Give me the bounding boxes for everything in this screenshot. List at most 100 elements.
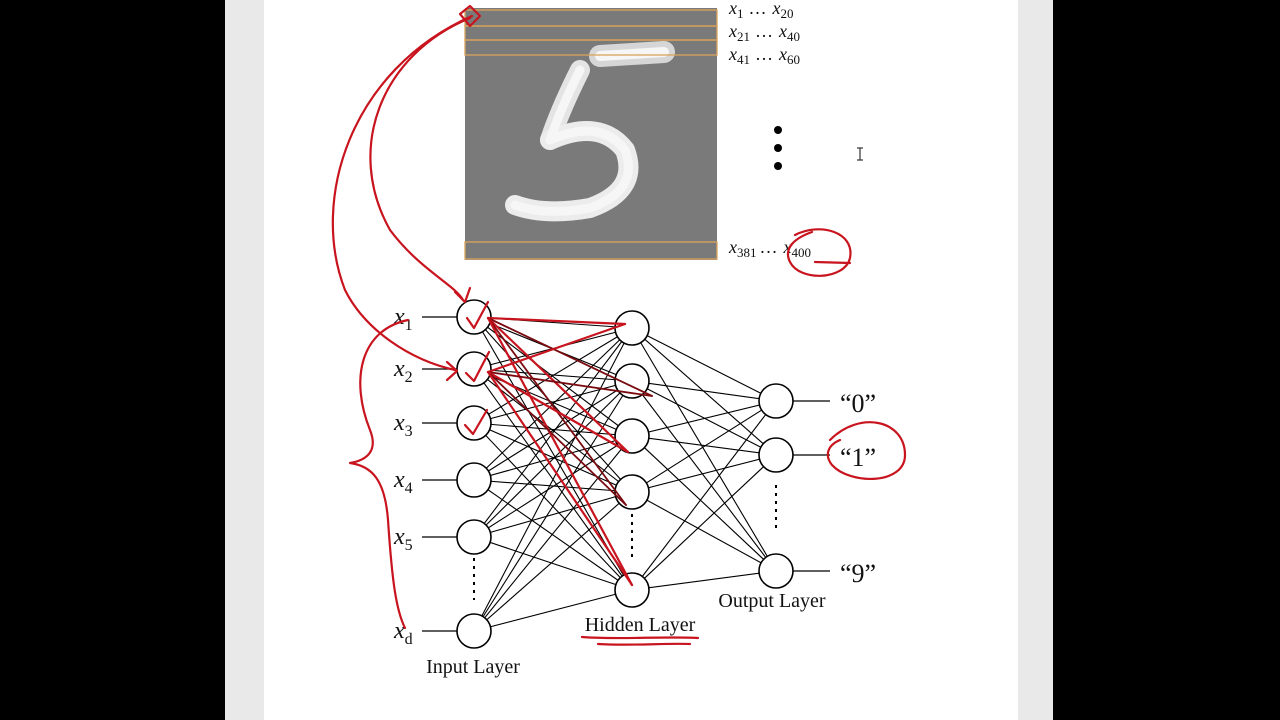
edge-input-3-hidden-4 <box>473 479 633 591</box>
edge-input-4-hidden-0 <box>473 327 633 538</box>
edge-hidden-2-output-0 <box>631 400 777 437</box>
edge-input-5-hidden-1 <box>473 380 633 632</box>
edge-input-2-hidden-0 <box>473 327 633 424</box>
output-neuron-0 <box>758 383 794 419</box>
row-label-last: x381…x400 <box>728 237 811 260</box>
edge-input-5-hidden-2 <box>473 435 633 632</box>
output-neuron-9 <box>758 553 794 589</box>
input-label-2: x2 <box>393 356 413 386</box>
edge-hidden-3-output-1 <box>631 454 777 493</box>
edge-hidden-3-output-2 <box>631 491 777 572</box>
red-connection-1-4 <box>486 370 634 587</box>
edge-input-3-hidden-2 <box>473 435 633 481</box>
edge-hidden-2-output-1 <box>631 435 777 456</box>
annotation-arrowhead-x2 <box>445 360 459 382</box>
input-neuron-1 <box>456 299 492 335</box>
output-layer-label: Output Layer <box>718 590 826 612</box>
row-label-2: x21…x40 <box>728 21 800 44</box>
annotation-circle-x400 <box>786 228 852 277</box>
hidden-neuron-3 <box>614 418 650 454</box>
edge-input-0-hidden-2 <box>473 316 633 437</box>
annotation-underline-x400 <box>813 260 852 265</box>
check-mark-x3 <box>463 408 489 436</box>
output-labels: “0” “1” “9” <box>840 389 876 588</box>
edge-input-4-hidden-4 <box>473 536 633 591</box>
input-neuron-4 <box>456 462 492 498</box>
row-label-1: x1…x20 <box>728 0 794 21</box>
output-neuron-1 <box>758 437 794 473</box>
network-edges <box>473 316 777 632</box>
annotation-arrow-to-x1 <box>369 16 472 302</box>
hidden-layer-label: Hidden Layer <box>585 614 696 636</box>
output-layer-neurons <box>758 383 794 589</box>
input-label-5: x5 <box>393 524 413 554</box>
annotation-brace <box>348 318 410 630</box>
edge-hidden-4-output-1 <box>631 454 777 591</box>
black-margin-left <box>0 0 225 720</box>
annotation-underline-hidden-2 <box>596 642 692 646</box>
text-cursor-icon <box>857 147 863 161</box>
input-label-3: x3 <box>393 410 413 440</box>
edge-input-5-hidden-4 <box>473 589 633 632</box>
input-labels: x1 x2 x3 x4 x5 xd <box>393 304 413 648</box>
red-connection-0-2 <box>486 316 630 454</box>
input-layer-neurons <box>456 299 492 649</box>
red-annotations <box>331 4 907 646</box>
red-connection-1-3 <box>487 371 627 506</box>
edge-input-3-hidden-1 <box>473 380 633 481</box>
red-connection-0-4 <box>486 316 634 587</box>
output-label-1: “1” <box>840 443 876 472</box>
annotation-arrow-to-x2 <box>331 14 474 372</box>
input-label-4: x4 <box>393 467 413 497</box>
annotation-arrowhead-x1 <box>453 286 472 304</box>
annotation-marker-top <box>458 4 482 28</box>
input-label-d: xd <box>393 618 413 648</box>
hidden-neuron-4 <box>614 474 650 510</box>
edge-input-2-hidden-1 <box>473 380 633 424</box>
edge-input-3-hidden-0 <box>473 327 633 481</box>
edge-input-2-hidden-2 <box>473 422 633 437</box>
output-stubs <box>793 400 830 572</box>
pixel-row-band-last <box>464 241 718 260</box>
input-neuron-d <box>456 613 492 649</box>
hidden-neuron-2 <box>614 363 650 399</box>
edge-hidden-1-output-2 <box>631 380 777 572</box>
annotation-circle-output-1 <box>826 421 907 481</box>
annotation-underline-hidden <box>580 635 700 640</box>
digit-image <box>464 8 718 260</box>
edge-hidden-4-output-2 <box>631 570 777 591</box>
hidden-layer-neurons <box>614 310 650 608</box>
row-label-3: x41…x60 <box>728 44 800 67</box>
edge-hidden-1-output-0 <box>631 380 777 402</box>
output-label-9: “9” <box>840 559 876 588</box>
edge-input-5-hidden-0 <box>473 327 633 632</box>
pixel-row-band-3 <box>464 39 718 56</box>
check-mark-x2 <box>464 350 491 383</box>
edge-input-4-hidden-1 <box>473 380 633 538</box>
red-connection-0-0 <box>486 316 627 326</box>
edge-input-4-hidden-2 <box>473 435 633 538</box>
annotation-connections <box>486 316 653 587</box>
input-label-1: x1 <box>393 304 413 334</box>
red-connection-1-1 <box>487 371 653 397</box>
vertical-ellipsis <box>774 126 782 170</box>
black-margin-right <box>1053 0 1280 720</box>
input-neuron-5 <box>456 519 492 555</box>
edge-hidden-3-output-0 <box>631 400 777 493</box>
edge-hidden-4-output-0 <box>631 400 777 591</box>
input-neuron-2 <box>456 351 492 387</box>
check-mark-x1 <box>465 300 490 330</box>
red-connection-1-0 <box>486 322 627 374</box>
input-stubs <box>422 316 457 632</box>
red-connection-0-1 <box>487 317 653 397</box>
input-layer-label: Input Layer <box>426 656 520 678</box>
output-label-0: “0” <box>840 389 876 418</box>
edge-hidden-0-output-0 <box>631 327 777 402</box>
edge-hidden-2-output-2 <box>631 435 777 572</box>
edge-input-5-hidden-3 <box>473 491 633 632</box>
hidden-neuron-last <box>614 572 650 608</box>
input-neuron-3 <box>456 405 492 441</box>
hidden-neuron-1 <box>614 310 650 346</box>
layer-ellipses <box>473 485 777 600</box>
